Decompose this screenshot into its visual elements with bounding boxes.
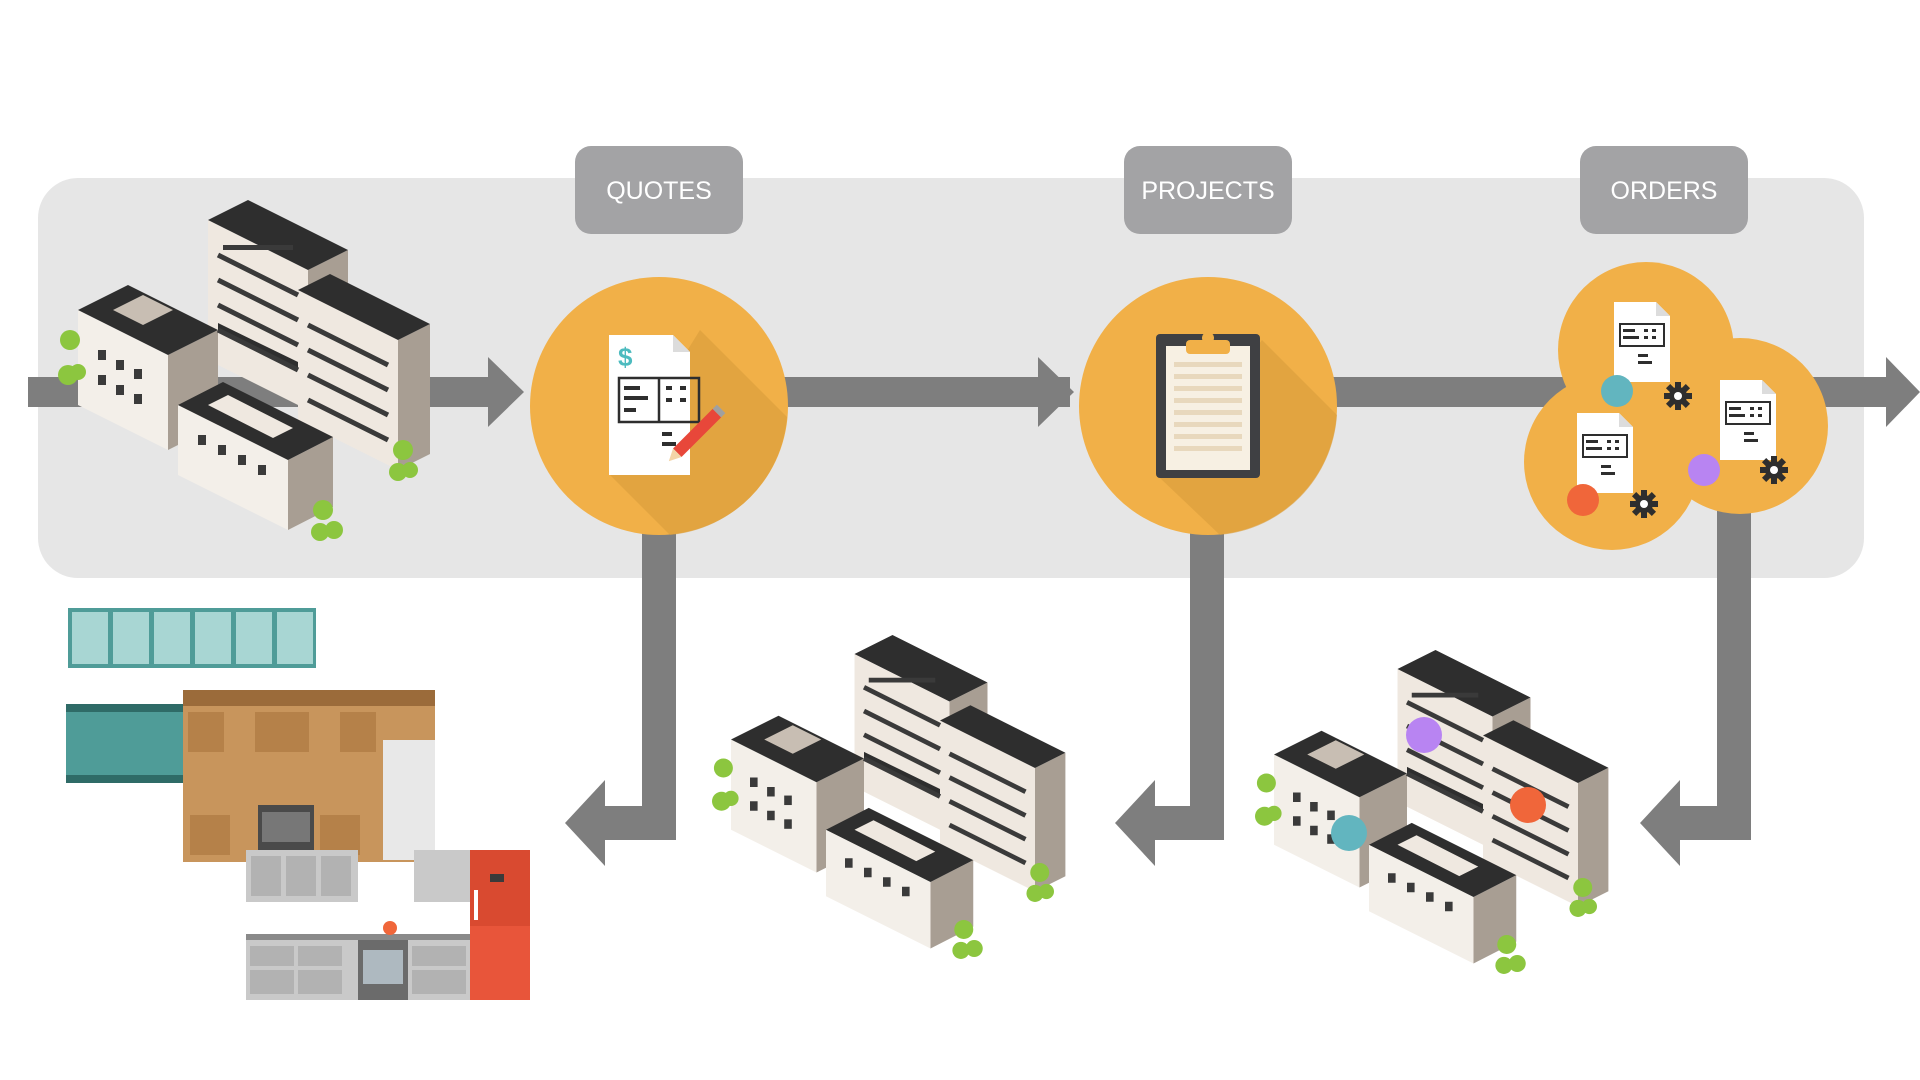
label-projects: PROJECTS: [1141, 177, 1274, 205]
teal-dot: [1331, 815, 1367, 851]
projects-stage: [1079, 277, 1337, 535]
label-orders: ORDERS: [1611, 177, 1718, 205]
label-box-quotes: [575, 146, 743, 234]
quote-document-icon: $: [609, 335, 726, 475]
stage-labels: QUOTES PROJECTS ORDERS: [575, 146, 1748, 234]
quotes-stage: $: [530, 277, 788, 535]
kitchen-illustration: [66, 608, 530, 1000]
purple-dot: [1406, 717, 1442, 753]
label-box-projects: [1124, 146, 1292, 234]
return-arrows: [565, 500, 1751, 866]
buildings-icon-quotes: [712, 635, 1065, 959]
svg-text:$: $: [618, 342, 633, 372]
orange-dot: [1510, 787, 1546, 823]
clipboard-icon: [1156, 332, 1260, 478]
order-documents-icon: [1567, 301, 1788, 518]
label-box-orders: [1580, 146, 1748, 234]
label-quotes: QUOTES: [606, 177, 712, 205]
orders-stage: [1524, 262, 1828, 550]
buildings-icon-projects: [1255, 650, 1608, 974]
